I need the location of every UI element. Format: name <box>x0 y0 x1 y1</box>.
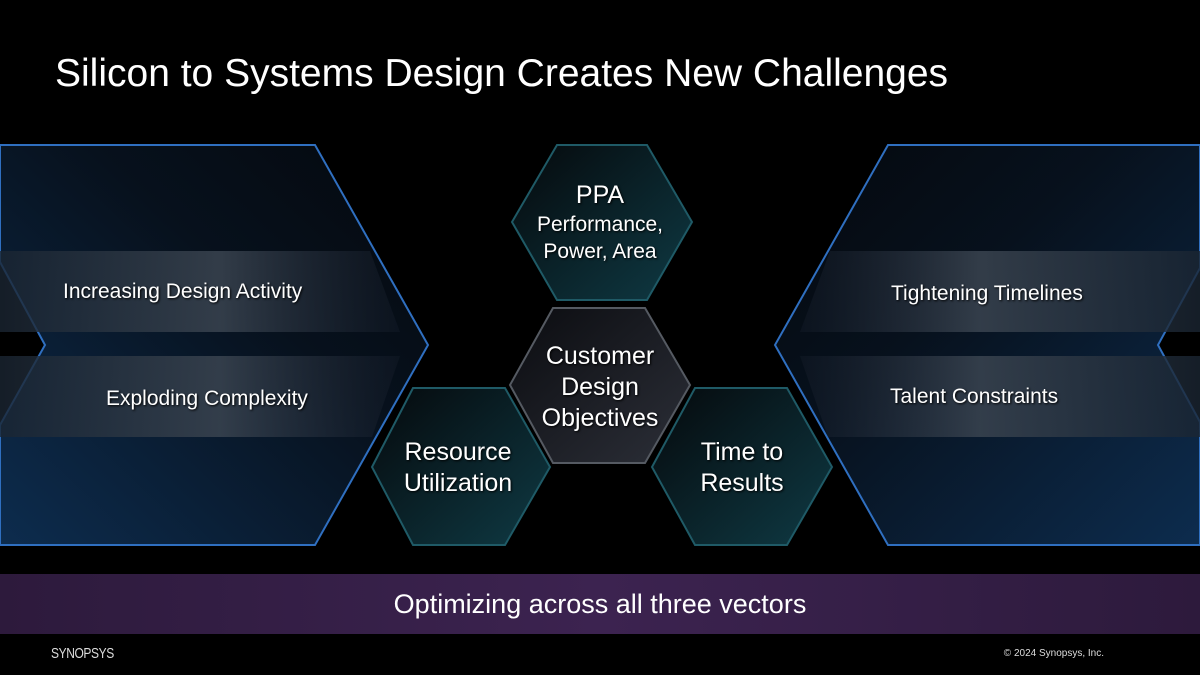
time-line-2: Results <box>700 469 784 497</box>
time-hex-label: Time to Results <box>700 437 783 499</box>
hexagon-resource <box>370 387 552 546</box>
copyright: © 2024 Synopsys, Inc. <box>1003 648 1104 659</box>
left-band-2 <box>0 356 400 437</box>
hexagon-ppa <box>510 144 694 301</box>
right-band-1 <box>800 251 1200 332</box>
center-hex-label: Customer Design Objectives <box>542 341 659 434</box>
resource-line-2: Utilization <box>403 469 513 497</box>
resource-line-1: Resource <box>404 438 512 466</box>
ppa-title: PPA <box>575 181 625 209</box>
time-line-1: Time to <box>700 438 784 466</box>
ppa-line-2: Power, Area <box>543 240 657 263</box>
center-line-2: Design <box>561 373 639 401</box>
left-item-1: Increasing Design Activity <box>63 280 303 303</box>
right-item-1: Tightening Timelines <box>891 282 1083 305</box>
slide-title: Silicon to Systems Design Creates New Ch… <box>55 52 949 95</box>
ppa-hex-label: PPA Performance, Power, Area <box>537 180 663 265</box>
resource-hex-label: Resource Utilization <box>404 437 512 499</box>
hexagon-time <box>650 387 834 546</box>
left-item-2: Exploding Complexity <box>106 387 308 410</box>
hexagon-center <box>508 307 692 464</box>
synopsys-logo: SYNOPSYS <box>51 645 114 662</box>
right-band-2 <box>800 356 1200 437</box>
left-band-1 <box>0 251 400 332</box>
center-line-1: Customer <box>545 342 655 370</box>
banner-text: Optimizing across all three vectors <box>393 588 807 619</box>
summary-banner: Optimizing across all three vectors <box>0 574 1200 634</box>
right-chevron <box>773 144 1200 546</box>
ppa-line-1: Performance, <box>536 213 664 236</box>
right-item-2: Talent Constraints <box>890 385 1059 408</box>
center-line-3: Objectives <box>541 404 659 432</box>
left-chevron <box>0 144 430 546</box>
